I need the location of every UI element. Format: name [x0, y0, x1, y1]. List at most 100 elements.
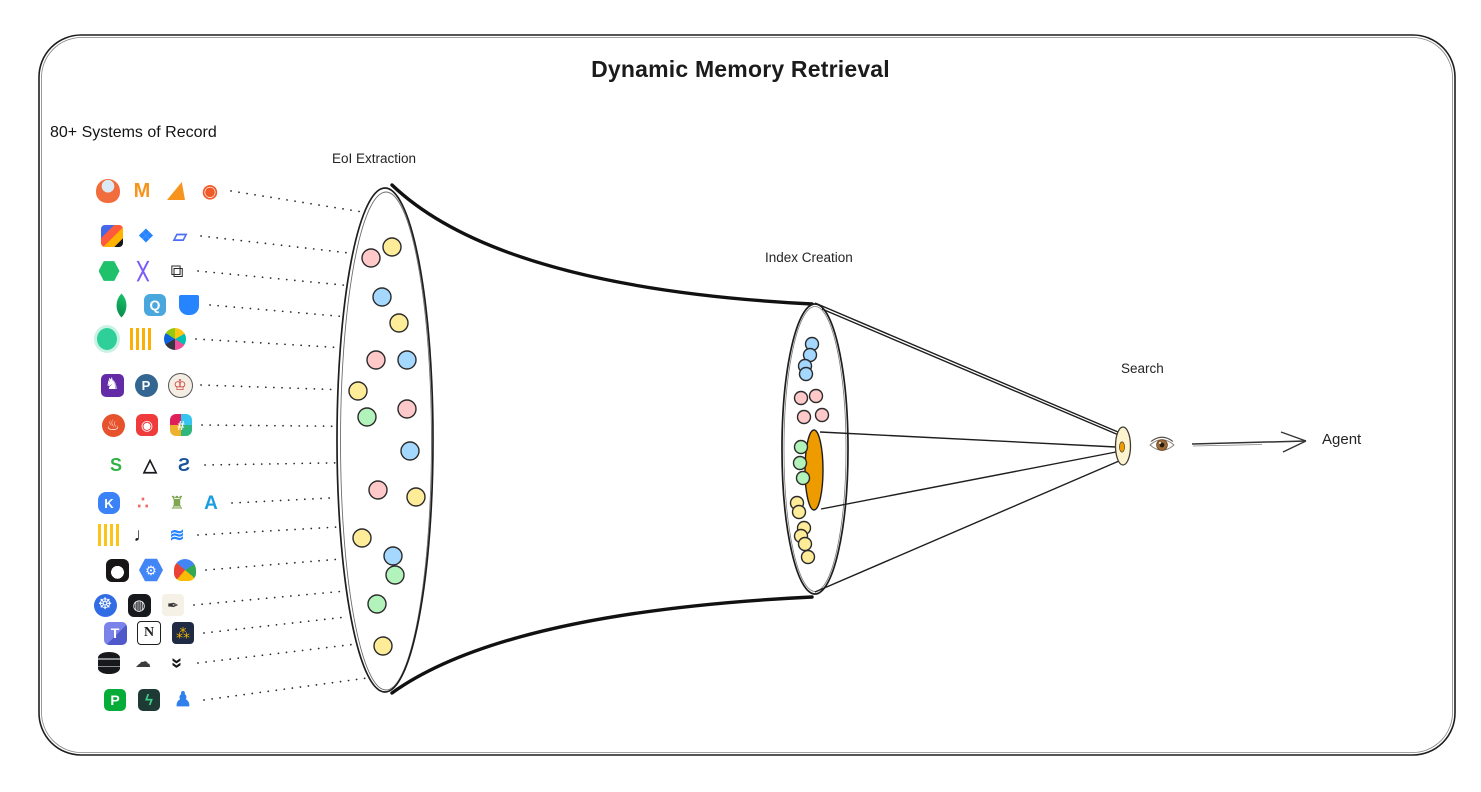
- frame-border-sketch: [41, 37, 1453, 753]
- extraction-dot: [389, 313, 409, 333]
- network-terminals-icon-cell: ☁: [130, 650, 156, 676]
- system-icon-row: Q: [108, 292, 202, 318]
- system-icon-row: ☸◍✒: [92, 592, 186, 618]
- bolt-icon-cell: ϟ: [136, 687, 162, 713]
- index-disk: [804, 429, 824, 511]
- argo-icon-cell: [95, 178, 121, 204]
- elasticsearch-icon-cell: [162, 326, 188, 352]
- index-dot: [796, 409, 812, 425]
- argo-icon: [96, 179, 120, 203]
- extraction-dot: [397, 399, 417, 419]
- extraction-dot: [406, 487, 426, 507]
- grafana-icon: ◉: [202, 181, 218, 201]
- k-hexagon-icon-cell: K: [96, 490, 122, 516]
- system-icon-row: ♨◉#: [100, 412, 194, 438]
- system-connector-line: [195, 338, 340, 349]
- system-icon-row: ♩≋: [96, 522, 190, 548]
- yellow-bars-icon: [98, 524, 120, 546]
- index-dot: [793, 439, 809, 455]
- index-dots: [789, 336, 830, 565]
- blue-swirl-icon-cell: Ƨ: [171, 452, 197, 478]
- extraction-dot: [366, 350, 386, 370]
- person-icon-cell: ♟: [170, 687, 196, 713]
- system-icon-row: ⚙: [104, 557, 198, 583]
- windsurfer-icon-cell: [163, 178, 189, 204]
- system-connector-line: [230, 190, 364, 213]
- index-dot: [797, 536, 813, 552]
- extraction-dot: [397, 350, 417, 370]
- search-label: Search: [1121, 361, 1164, 376]
- layered-chevrons-icon: »: [166, 657, 188, 669]
- system-connector-line: [200, 235, 352, 255]
- system-connector-line: [197, 270, 346, 287]
- cube-server-icon-cell: ⧉: [164, 258, 190, 284]
- jira-icon: ❖: [137, 226, 155, 246]
- system-connector-line: [197, 526, 339, 536]
- layered-chevrons-icon-cell: »: [164, 650, 190, 676]
- postgresql-icon: P: [134, 373, 158, 397]
- notion-icon-cell: N: [136, 620, 162, 646]
- elasticsearch-icon: [164, 328, 186, 350]
- pagerduty-icon-cell: P: [102, 687, 128, 713]
- system-connector-line: [209, 304, 343, 318]
- extraction-dot: [383, 546, 403, 566]
- pagerduty-icon: P: [104, 689, 126, 711]
- system-connector-line: [201, 424, 336, 428]
- azure-icon-cell: A: [198, 490, 224, 516]
- eoi-extraction-label: EoI Extraction: [332, 151, 417, 166]
- database-icon-cell: [96, 650, 122, 676]
- asana-icon-cell: ∴: [130, 490, 156, 516]
- system-connector-line: [231, 496, 338, 504]
- wireframe-box-icon: ▱: [173, 226, 187, 246]
- cube-server-icon: ⧉: [170, 261, 184, 281]
- index-creation-label: Index Creation: [765, 250, 853, 265]
- blue-swirl-icon: Ƨ: [177, 455, 190, 475]
- peak-signal-icon: △: [143, 455, 157, 475]
- jenkins-icon-cell: ♔: [167, 372, 193, 398]
- system-connector-line: [200, 384, 337, 391]
- extraction-dot: [382, 237, 402, 257]
- kubernetes-icon-cell: ☸: [92, 592, 118, 618]
- peak-signal-icon-cell: △: [137, 452, 163, 478]
- slack-icon-cell: #: [168, 412, 194, 438]
- system-icon-row: K ∴ ♜ A: [96, 490, 224, 516]
- green-building-icon-cell: ♜: [164, 490, 190, 516]
- mongodb-icon-cell: [108, 292, 134, 318]
- quay-icon: Q: [144, 294, 166, 316]
- extraction-ellipse-sketch: [340, 191, 432, 691]
- system-icon-row: ╳⧉: [96, 258, 190, 284]
- system-icon-row: ☁»: [96, 650, 190, 676]
- yellow-bars-icon-cell: [96, 522, 122, 548]
- bolt-icon: ϟ: [138, 689, 160, 711]
- extraction-dot: [361, 248, 381, 268]
- datadog-icon: ♞: [100, 373, 124, 397]
- black-pipe-icon: ♩: [133, 524, 153, 546]
- index-dot: [814, 407, 830, 423]
- wireframe-box-icon-cell: ▱: [167, 223, 193, 249]
- systems-of-record-label: 80+ Systems of Record: [50, 124, 217, 141]
- loki-bars-icon-cell: [128, 326, 154, 352]
- green-cube-icon-cell: [96, 258, 122, 284]
- mistral-icon-cell: M: [129, 178, 155, 204]
- slack-icon: #: [170, 414, 192, 436]
- database-icon: [98, 652, 120, 674]
- purple-x-icon-cell: ╳: [130, 258, 156, 284]
- gke-icon: ⚙: [139, 558, 163, 582]
- green-building-icon: ♜: [168, 493, 186, 513]
- mistral-icon: M: [133, 180, 151, 202]
- extraction-dot: [357, 407, 377, 427]
- quay-icon-cell: Q: [142, 292, 168, 318]
- gold-burst-book-icon-cell: ⁂: [170, 620, 196, 646]
- confluence-icon-cell: ≋: [164, 522, 190, 548]
- datadog-icon-cell: ♞: [99, 372, 125, 398]
- gke-icon-cell: ⚙: [138, 557, 164, 583]
- extraction-dot: [400, 441, 420, 461]
- jenkins-icon: ♔: [167, 372, 193, 398]
- agent-label: Agent: [1322, 431, 1362, 448]
- azure-icon: A: [204, 492, 218, 514]
- system-connector-line: [197, 643, 356, 664]
- github-icon-cell: [104, 557, 130, 583]
- prometheus-icon: ♨: [101, 413, 125, 437]
